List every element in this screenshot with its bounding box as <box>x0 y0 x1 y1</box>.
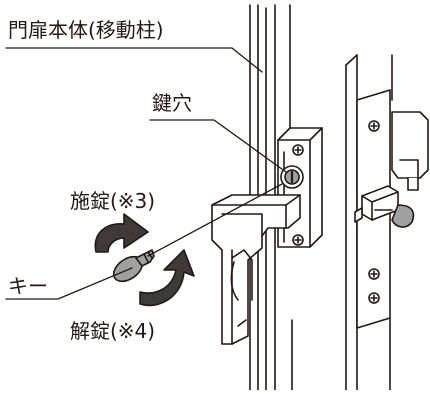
leader-key <box>5 267 133 300</box>
strike-latch <box>354 185 415 228</box>
strike-knob <box>391 204 415 228</box>
leader-lines <box>5 47 287 300</box>
label-unlock: 解錠(※4) <box>70 319 156 343</box>
leader-key-to-hole <box>147 183 283 257</box>
label-key: キー <box>8 274 48 298</box>
clockwise-arrow-icon <box>94 213 149 253</box>
phillips-screw-icon <box>292 234 304 246</box>
counterclockwise-arrow-icon <box>139 249 195 307</box>
catch-block <box>391 111 429 179</box>
latch-handle <box>211 194 301 345</box>
phillips-screw-icon <box>368 120 380 132</box>
lock-case <box>277 127 323 248</box>
phillips-screw-icon <box>368 292 380 304</box>
leader-keyhole <box>149 119 287 173</box>
latch-handle-body <box>211 194 301 345</box>
strike-post <box>345 54 429 391</box>
label-keyhole: 鍵穴 <box>152 91 192 115</box>
phillips-screw-icon <box>292 144 304 156</box>
leader-gate-body <box>5 47 263 73</box>
phillips-screw-icon <box>368 268 380 280</box>
label-lock: 施錠(※3) <box>70 189 156 213</box>
label-gate-body: 門扉本体(移動柱) <box>8 18 164 42</box>
